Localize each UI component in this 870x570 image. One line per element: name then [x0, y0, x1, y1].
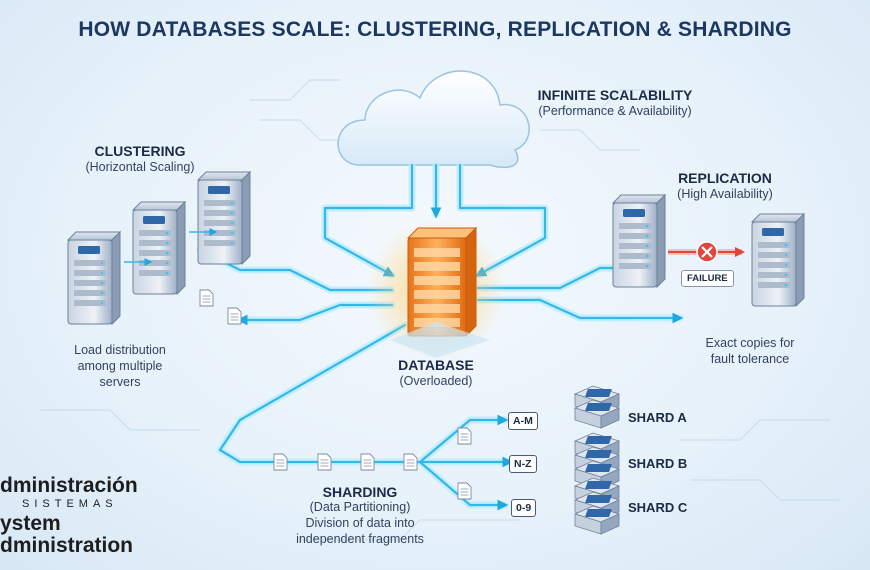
clustering-heading: CLUSTERING — [94, 143, 186, 159]
watermark-line-2: SISTEMAS — [22, 498, 118, 510]
cluster-servers — [67, 171, 251, 325]
watermark-line-3: ystem — [0, 512, 61, 535]
replica-server — [751, 213, 805, 307]
cluster-server-1 — [67, 231, 121, 325]
replication-servers — [612, 194, 805, 307]
clustering-subheading: (Horizontal Scaling) — [85, 160, 195, 174]
cloud-icon — [337, 70, 530, 169]
circuit-background — [40, 79, 840, 541]
page-title: HOW DATABASES SCALE: CLUSTERING, REPLICA… — [78, 18, 792, 41]
replication-subheading: (High Availability) — [677, 187, 773, 201]
failure-x-icon — [696, 241, 718, 263]
cluster-documents — [199, 289, 242, 325]
clustering-description: Load distribution among multiple servers — [74, 343, 166, 389]
sharding-heading: SHARDING — [322, 484, 398, 500]
database-heading: DATABASE — [398, 357, 474, 373]
replication-heading: REPLICATION — [678, 170, 772, 186]
sharding-subheading: (Data Partitioning) — [309, 500, 411, 514]
database-server-icon — [366, 220, 506, 360]
shard-a-stack — [574, 385, 620, 429]
database-subheading: (Overloaded) — [399, 374, 473, 388]
cluster-server-3 — [197, 171, 251, 265]
cluster-server-2 — [132, 201, 186, 295]
primary-server — [612, 194, 666, 288]
shard-a-label: SHARD A — [628, 410, 687, 425]
cloud-heading: INFINITE SCALABILITY — [537, 87, 693, 103]
cloud-subheading: (Performance & Availability) — [538, 104, 692, 118]
failure-badge: FAILURE — [681, 270, 734, 287]
shard-c-label: SHARD C — [628, 500, 688, 515]
watermark-line-4: dministration — [0, 534, 134, 557]
range-key-0-9: 0-9 — [511, 499, 537, 517]
shard-b-label: SHARD B — [628, 456, 688, 471]
watermark-line-1: dministración — [0, 474, 138, 497]
replication-description: Exact copies for fault tolerance — [705, 336, 795, 366]
range-key-n-z: N-Z — [509, 455, 537, 473]
range-key-a-m: A-M — [508, 412, 538, 430]
sharding-description: Division of data into independent fragme… — [296, 516, 424, 546]
shard-c-stack — [574, 477, 620, 535]
